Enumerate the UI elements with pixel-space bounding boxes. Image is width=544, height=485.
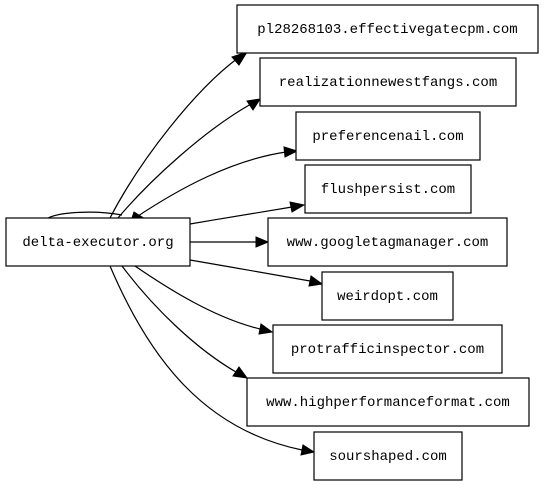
- node-target-3: flushpersist.com: [304, 164, 472, 214]
- arrowhead-5: [308, 275, 324, 287]
- edge-to-target-7: [121, 265, 237, 373]
- arrowhead-8: [300, 444, 316, 456]
- node-target-1-label: realizationnewestfangs.com: [279, 75, 497, 91]
- node-target-5-label: weirdopt.com: [337, 289, 438, 305]
- arrowhead-6: [258, 323, 274, 335]
- edge-to-target-8: [109, 265, 303, 451]
- node-target-1: realizationnewestfangs.com: [259, 57, 517, 107]
- arrowhead-3: [289, 201, 306, 213]
- node-target-0: pl28268103.effectivegatecpm.com: [236, 4, 539, 54]
- edge-self-loop: [47, 211, 123, 219]
- arrowhead-1: [246, 98, 262, 111]
- node-target-6: protrafficinspector.com: [272, 324, 503, 374]
- node-target-4-label: www.googletagmanager.com: [287, 235, 489, 251]
- arrowhead-0: [231, 51, 249, 66]
- edge-to-target-6: [134, 265, 261, 330]
- node-target-2-label: preferencenail.com: [312, 129, 463, 145]
- node-target-5: weirdopt.com: [321, 271, 454, 321]
- arrowhead-2: [283, 146, 299, 158]
- edge-to-target-3: [189, 206, 293, 225]
- node-source-label: delta-executor.org: [22, 235, 173, 251]
- edges: [47, 57, 311, 451]
- node-target-8-label: sourshaped.com: [329, 449, 447, 465]
- node-target-2: preferencenail.com: [295, 111, 481, 161]
- node-source: delta-executor.org: [5, 217, 191, 267]
- node-target-8: sourshaped.com: [313, 431, 463, 481]
- node-target-0-label: pl28268103.effectivegatecpm.com: [257, 22, 517, 38]
- arrowhead-7: [232, 366, 249, 379]
- arrowhead-4: [255, 236, 270, 248]
- edge-to-target-1: [117, 103, 252, 219]
- node-target-7-label: www.highperformanceformat.com: [266, 395, 510, 411]
- node-target-3-label: flushpersist.com: [321, 182, 455, 198]
- node-target-7: www.highperformanceformat.com: [246, 377, 530, 427]
- edge-to-target-2: [134, 151, 287, 219]
- node-target-6-label: protrafficinspector.com: [291, 342, 484, 358]
- edge-to-target-5: [189, 259, 311, 282]
- node-target-4: www.googletagmanager.com: [267, 217, 508, 267]
- edge-to-target-0: [109, 57, 239, 219]
